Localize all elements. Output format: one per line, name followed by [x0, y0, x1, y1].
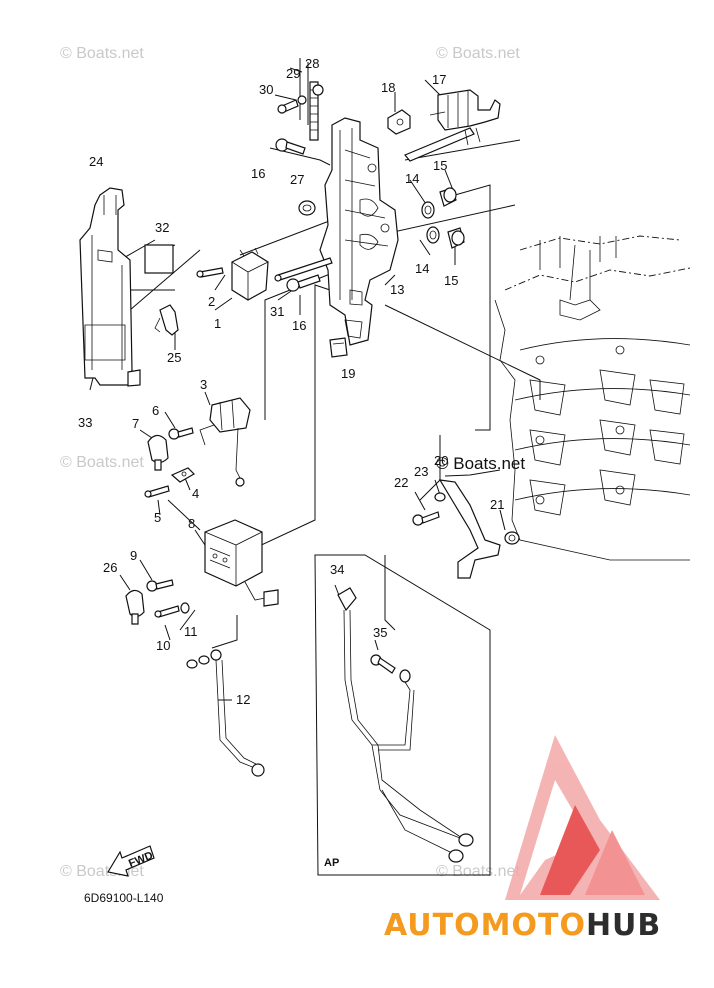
- callout-5: 5: [154, 510, 161, 525]
- bolt-part-22: [412, 511, 440, 526]
- callout-34: 34: [330, 562, 344, 577]
- callout-9: 9: [130, 548, 137, 563]
- bolt-part-16-bottom: [286, 274, 321, 292]
- plug-cap-part-26: [125, 589, 145, 625]
- grommet-part-14-bottom: [426, 226, 440, 244]
- bolt-part-35: [370, 654, 411, 683]
- tie-part-28: [309, 81, 324, 141]
- callout-21: 21: [490, 497, 504, 512]
- callout-12: 12: [236, 692, 250, 707]
- callout-31: 31: [270, 304, 284, 319]
- collar-part-15-top: [439, 187, 457, 207]
- watermark-top-right: © Boats.net: [436, 45, 520, 62]
- bolt-part-16-top: [275, 138, 306, 155]
- ap-label: AP: [324, 857, 339, 869]
- bolt-part-6: [168, 427, 194, 440]
- callout-30: 30: [259, 82, 273, 97]
- callout-33: 33: [78, 415, 92, 430]
- callout-18: 18: [381, 80, 395, 95]
- bolt-part-29: [297, 95, 307, 105]
- callout-2: 2: [208, 294, 215, 309]
- callout-24: 24: [89, 154, 103, 169]
- ignition-coil-part-3: [199, 397, 251, 487]
- callout-26: 26: [103, 560, 117, 575]
- callout-25: 25: [167, 350, 181, 365]
- callout-20: 20: [434, 453, 448, 468]
- plug-cap-part-7: [147, 434, 169, 471]
- grommet-part-19: [329, 337, 348, 358]
- callout-29: 29: [286, 66, 300, 81]
- bolt-part-9: [146, 579, 174, 592]
- callout-14-top: 14: [405, 171, 419, 186]
- callout-8: 8: [188, 516, 195, 531]
- watermark-bottom-right: © Boats.net: [436, 863, 520, 880]
- bolt-part-2: [196, 267, 224, 278]
- brand-logo-icon: [505, 735, 660, 900]
- callout-13: 13: [390, 282, 404, 297]
- collar-part-11: [180, 602, 190, 614]
- bolt-part-31: [274, 257, 333, 282]
- callout-15-bottom: 15: [444, 273, 458, 288]
- watermark-top-left: © Boats.net: [60, 45, 144, 62]
- callout-1: 1: [214, 316, 221, 331]
- callout-32: 32: [155, 220, 169, 235]
- callout-labels: 1 2 3 4 5 6 7 8 9 10 11 12 13 14 14 15 1…: [78, 56, 504, 707]
- cover-part-24: [79, 187, 141, 387]
- clamp-part-18: [387, 109, 411, 135]
- grommet-part-14-top: [421, 201, 435, 219]
- callout-23: 23: [414, 464, 428, 479]
- unit-part-1: [231, 247, 269, 301]
- label-part-32: [144, 244, 174, 274]
- cable-part-34: [337, 587, 474, 863]
- diagram-code: 6D69100-L140: [84, 891, 164, 905]
- bolt-part-30: [277, 99, 299, 114]
- callout-28: 28: [305, 56, 319, 71]
- watermark-mid-left: © Boats.net: [60, 454, 144, 471]
- callout-22: 22: [394, 475, 408, 490]
- callout-7: 7: [132, 416, 139, 431]
- brand-name-part2: HUB: [586, 908, 661, 943]
- callout-17: 17: [432, 72, 446, 87]
- bolt-part-5: [144, 485, 170, 498]
- callout-16-top: 16: [251, 166, 265, 181]
- cdi-unit-part-8: [204, 519, 279, 607]
- washer-part-23: [434, 492, 446, 502]
- callout-19: 19: [341, 366, 355, 381]
- callout-3: 3: [200, 377, 207, 392]
- holder-part-17: [404, 89, 501, 162]
- ground-lead-part-12: [186, 649, 265, 777]
- brand-name-part1: AUTOMOTO: [384, 908, 586, 943]
- grommet-part-21: [504, 531, 520, 545]
- brand-name: AUTOMOTOHUB: [384, 908, 661, 943]
- bracket-part-13: [319, 117, 399, 346]
- collar-part-15-bottom: [447, 227, 465, 249]
- callout-27: 27: [290, 172, 304, 187]
- callout-14-bottom: 14: [415, 261, 429, 276]
- watermark-mid-center: © Boats.net: [436, 454, 525, 473]
- clamp-part-4: [170, 467, 195, 483]
- callout-4: 4: [192, 486, 199, 501]
- callout-11: 11: [184, 624, 198, 639]
- clip-part-25: [154, 304, 179, 336]
- bracket-part-20: [438, 479, 501, 579]
- grommet-part-27: [298, 200, 316, 216]
- callout-35: 35: [373, 625, 387, 640]
- callout-16-bottom: 16: [292, 318, 306, 333]
- callout-15-top: 15: [433, 158, 447, 173]
- engine-block: [494, 235, 691, 561]
- callout-10: 10: [156, 638, 170, 653]
- bolt-part-10: [154, 605, 180, 618]
- callout-6: 6: [152, 403, 159, 418]
